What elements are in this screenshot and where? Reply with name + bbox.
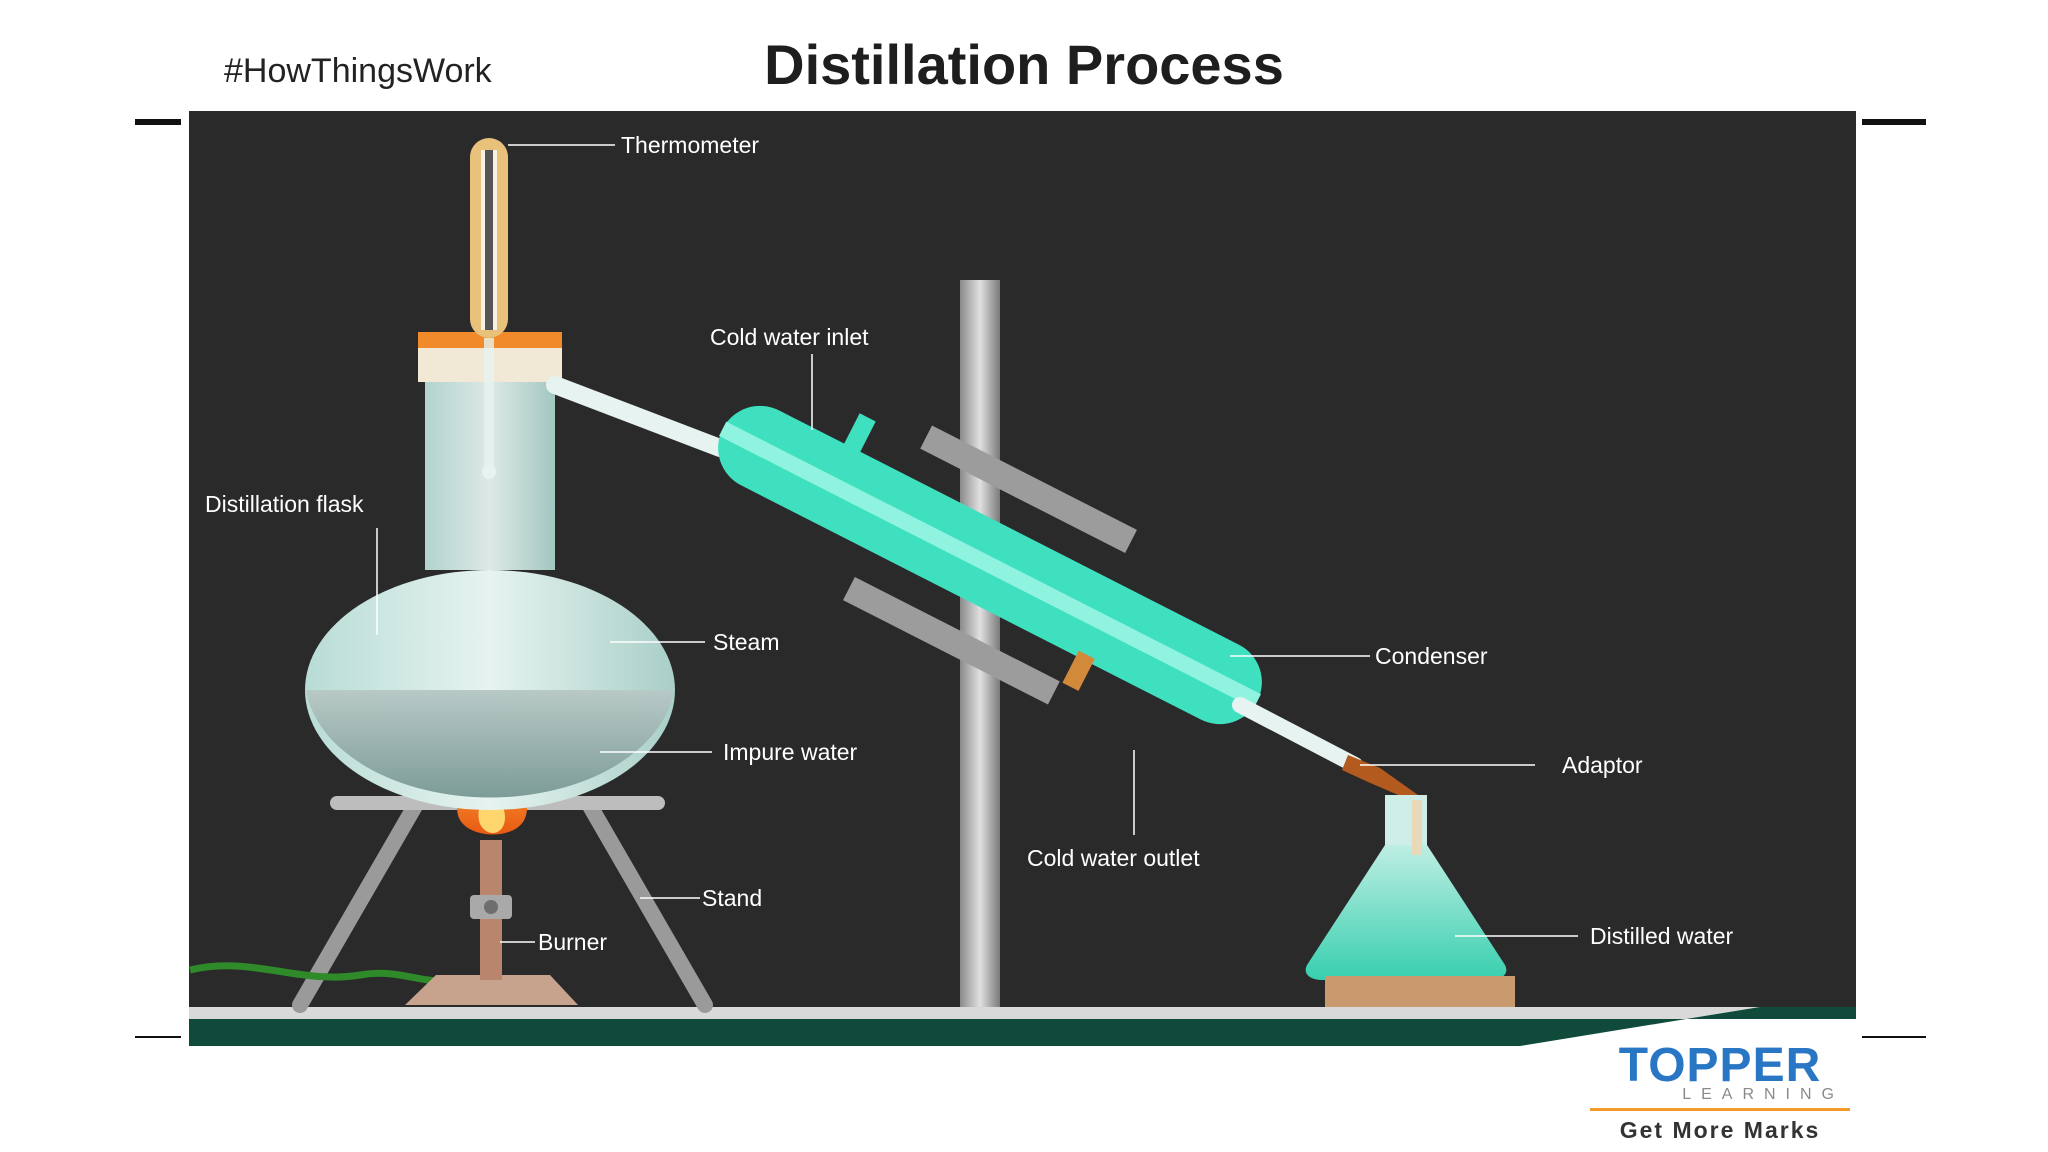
page-title-text: Distillation Process	[764, 33, 1284, 96]
brand-name: TOPPER	[1618, 1039, 1822, 1092]
bunsen-burner	[405, 840, 578, 1005]
label-cold-water-outlet: Cold water outlet	[1027, 845, 1200, 871]
page-title: Distillation Process	[0, 32, 2048, 97]
label-distillation-flask: Distillation flask	[205, 491, 364, 517]
hashtag: #HowThingsWork	[224, 52, 492, 90]
label-adaptor: Adaptor	[1562, 752, 1643, 778]
label-distilled-water: Distilled water	[1590, 923, 1733, 949]
adaptor	[1232, 697, 1418, 800]
label-burner: Burner	[538, 929, 607, 955]
brand-sub: LEARNING	[1682, 1086, 1844, 1103]
label-cold-water-inlet: Cold water inlet	[710, 324, 869, 350]
table-base	[189, 1007, 1856, 1046]
label-steam: Steam	[713, 629, 779, 655]
gas-pipe	[189, 962, 456, 985]
top-left-rule	[135, 119, 181, 125]
thermometer-icon	[470, 138, 508, 479]
label-impure-water: Impure water	[723, 739, 858, 765]
label-condenser: Condenser	[1375, 643, 1488, 669]
receiving-flask	[1305, 795, 1515, 1007]
distillation-flask	[305, 332, 729, 810]
label-thermometer: Thermometer	[621, 132, 759, 158]
bottom-left-rule	[135, 1036, 181, 1038]
top-right-rule	[1862, 119, 1926, 125]
brand-tagline: Get More Marks	[1619, 1117, 1821, 1143]
leader-lines	[376, 144, 1578, 943]
brand-logo: TOPPER LEARNING Get More Marks	[1590, 1040, 1850, 1144]
label-stand: Stand	[702, 885, 762, 911]
condenser	[718, 405, 1262, 725]
bottom-right-rule	[1862, 1036, 1926, 1038]
brand-divider	[1590, 1108, 1850, 1111]
